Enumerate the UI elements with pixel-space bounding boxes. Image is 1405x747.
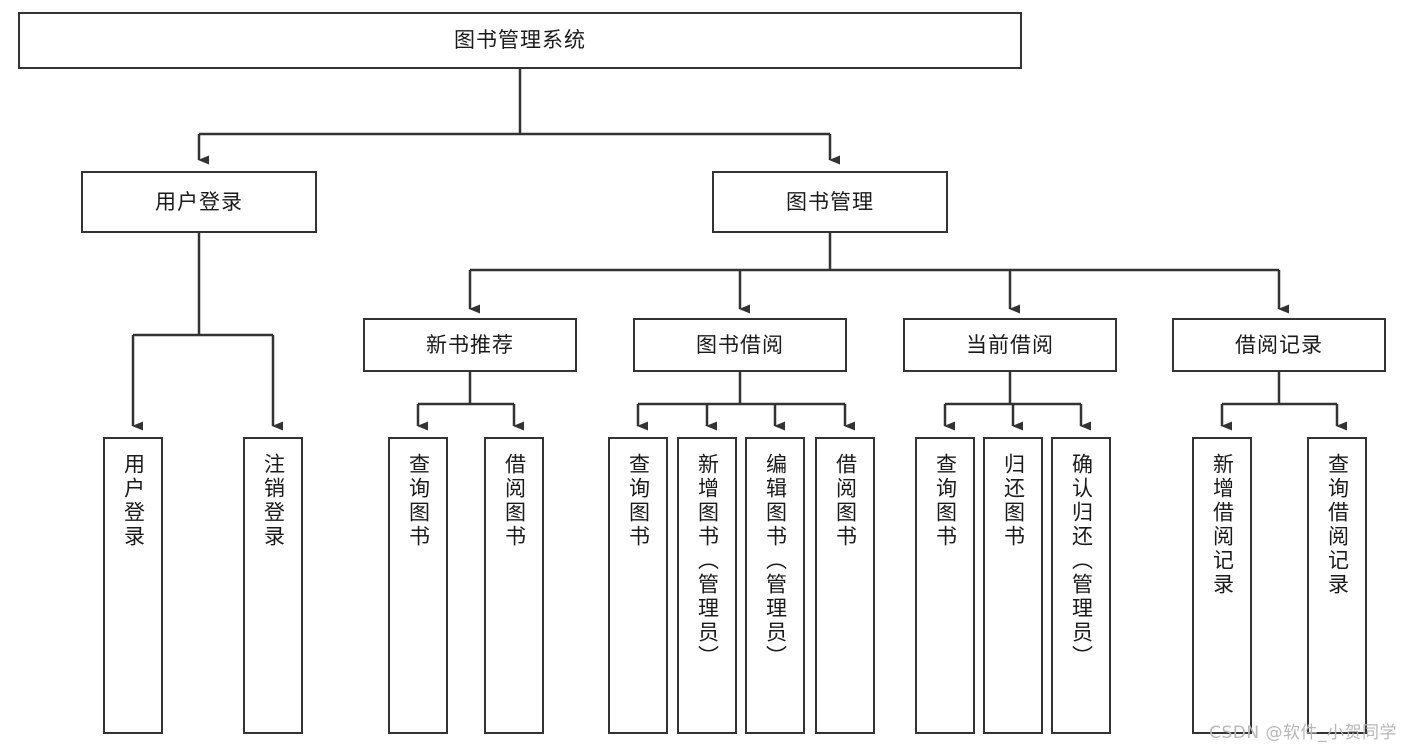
node-borrow-record-label: 借阅记录: [1235, 332, 1323, 357]
node-book-borrow-label: 图书借阅: [696, 332, 784, 357]
node-root[interactable]: 图书管理系统: [18, 12, 1022, 69]
node-leaf-user-logout[interactable]: 注销登录: [243, 437, 303, 734]
node-leaf-borrow-book-2-label: 借阅图书: [833, 453, 858, 549]
node-book-manage-label: 图书管理: [786, 189, 874, 214]
node-new-book-rec[interactable]: 新书推荐: [363, 318, 577, 372]
node-leaf-user-logout-label: 注销登录: [261, 453, 286, 549]
node-leaf-user-login[interactable]: 用户登录: [103, 437, 163, 734]
node-leaf-add-book-label: 新增图书（管理员）: [695, 453, 720, 669]
node-leaf-query-record-label: 查询借阅记录: [1325, 453, 1350, 597]
node-current-borrow[interactable]: 当前借阅: [903, 318, 1117, 372]
node-user-login[interactable]: 用户登录: [81, 171, 317, 233]
node-leaf-add-record-label: 新增借阅记录: [1210, 453, 1235, 597]
node-leaf-query-book-1-label: 查询图书: [406, 453, 431, 549]
node-leaf-add-book[interactable]: 新增图书（管理员）: [677, 437, 737, 734]
node-leaf-borrow-book-2[interactable]: 借阅图书: [815, 437, 875, 734]
node-leaf-query-book-3-label: 查询图书: [933, 453, 958, 549]
node-leaf-query-book-2-label: 查询图书: [626, 453, 651, 549]
node-new-book-rec-label: 新书推荐: [426, 332, 514, 357]
node-leaf-confirm-return-label: 确认归还（管理员）: [1069, 453, 1094, 669]
node-book-borrow[interactable]: 图书借阅: [633, 318, 847, 372]
node-borrow-record[interactable]: 借阅记录: [1172, 318, 1386, 372]
node-leaf-add-record[interactable]: 新增借阅记录: [1192, 437, 1252, 734]
node-leaf-edit-book[interactable]: 编辑图书（管理员）: [745, 437, 805, 734]
node-leaf-query-book-2[interactable]: 查询图书: [608, 437, 668, 734]
node-root-label: 图书管理系统: [454, 28, 586, 53]
node-leaf-query-record[interactable]: 查询借阅记录: [1307, 437, 1367, 734]
node-leaf-return-book[interactable]: 归还图书: [983, 437, 1043, 734]
node-leaf-user-login-label: 用户登录: [121, 453, 146, 549]
csdn-watermark: CSDN @软件_小贺同学: [1209, 723, 1397, 743]
node-current-borrow-label: 当前借阅: [966, 332, 1054, 357]
node-leaf-edit-book-label: 编辑图书（管理员）: [763, 453, 788, 669]
node-leaf-query-book-3[interactable]: 查询图书: [915, 437, 975, 734]
node-leaf-query-book-1[interactable]: 查询图书: [388, 437, 448, 734]
node-book-manage[interactable]: 图书管理: [712, 171, 948, 233]
node-leaf-return-book-label: 归还图书: [1001, 453, 1026, 549]
node-user-login-label: 用户登录: [155, 189, 243, 214]
node-leaf-confirm-return[interactable]: 确认归还（管理员）: [1051, 437, 1111, 734]
node-leaf-borrow-book-1-label: 借阅图书: [502, 453, 527, 549]
node-leaf-borrow-book-1[interactable]: 借阅图书: [484, 437, 544, 734]
